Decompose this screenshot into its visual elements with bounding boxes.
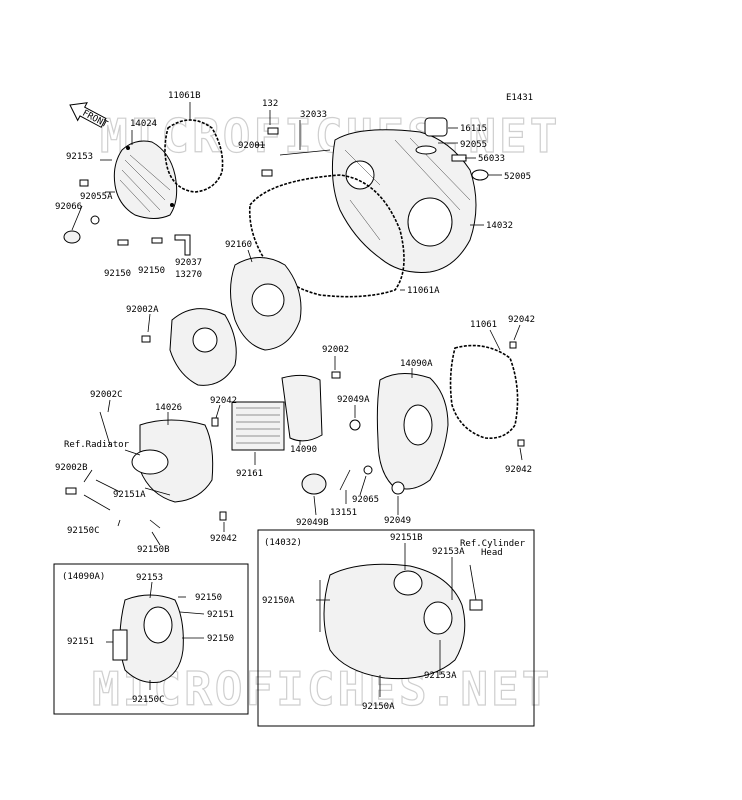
bolt-132	[261, 169, 273, 177]
callout: 92002C	[90, 390, 123, 400]
callout: 52005	[504, 172, 531, 182]
inset-callout: 92153A	[432, 547, 465, 557]
callout: 92042	[210, 396, 237, 406]
cover-14090A	[376, 373, 449, 490]
bolt-92001	[267, 127, 279, 135]
callout: 14090	[290, 445, 317, 455]
callout: 14090A	[400, 359, 433, 369]
seal-92049	[391, 481, 405, 495]
dowel-92042-b	[219, 511, 227, 521]
dowel-92042-rb	[517, 439, 525, 447]
callout: 14032	[486, 221, 513, 231]
callout: 92001	[238, 141, 265, 151]
dowel-92042-r	[509, 341, 517, 349]
callout: 92002A	[126, 305, 159, 315]
filler-cap-16115	[415, 117, 489, 181]
inset-callout: 92153A	[424, 671, 457, 681]
bolt-92002A	[141, 335, 151, 343]
callout: 92066	[55, 202, 82, 212]
callout: 92151A	[113, 490, 146, 500]
callout: 92049B	[296, 518, 329, 528]
callout: 92150	[104, 269, 131, 279]
inset-callout: Head	[481, 548, 503, 558]
callout: 92042	[210, 534, 237, 544]
bolt-set-left	[79, 179, 191, 256]
inset-callout: 92150	[207, 634, 234, 644]
callout: 92037	[175, 258, 202, 268]
callout: 92042	[505, 465, 532, 475]
clutch-cover-14024	[113, 140, 178, 219]
callout: 32033	[300, 110, 327, 120]
inset-14090A: (14090A) 92153 92150 92151 92151 92150 9…	[53, 563, 249, 715]
housing-14026	[131, 419, 214, 503]
inset-callout: 92150	[195, 593, 222, 603]
callout: 92055	[460, 140, 487, 150]
callout: 92161	[236, 469, 263, 479]
inset-callout: 92150C	[132, 695, 165, 705]
engine-cover-14032	[331, 129, 477, 273]
inset-title: (14032)	[264, 538, 302, 548]
callout: 92049A	[337, 395, 370, 405]
watermark-top: MICROFICHES.NET	[100, 109, 560, 163]
inset-callout: Ref.Cylinder	[460, 539, 526, 549]
oring-92055A	[90, 215, 100, 225]
callout: 92065	[352, 495, 379, 505]
callout: 13270	[175, 270, 202, 280]
inset-title: (14090A)	[62, 572, 105, 582]
inset-callout: 92150A	[262, 596, 295, 606]
callout: Ref.Radiator	[64, 440, 130, 450]
callout: 56033	[478, 154, 505, 164]
inset-callout: 92151	[67, 637, 94, 647]
gasket-11061B	[164, 119, 224, 193]
gasket-11061	[449, 344, 519, 440]
callout: 14026	[155, 403, 182, 413]
callout: 92002	[322, 345, 349, 355]
inset-callout: 92151B	[390, 533, 423, 543]
inset-callout: 92151	[207, 610, 234, 620]
inset-callout: 92153	[136, 573, 163, 583]
bolt-92002B	[65, 487, 77, 495]
screen-92161	[231, 401, 285, 451]
callout: 11061	[470, 320, 497, 330]
diagram-code: E1431	[506, 93, 533, 103]
callout: 132	[262, 99, 278, 109]
inset-callout: 92150A	[362, 702, 395, 712]
callout: 92160	[225, 240, 252, 250]
dowel-92042-m	[211, 417, 219, 427]
bolt-92002	[331, 371, 341, 379]
callout: 92042	[508, 315, 535, 325]
callout: 16115	[460, 124, 487, 134]
callout: 92049	[384, 516, 411, 526]
plate-92160	[230, 257, 302, 351]
plate-14090	[281, 374, 323, 442]
plate-13270	[169, 308, 237, 386]
callout: 11061B	[168, 91, 201, 101]
callout-labels: 11061B 132 32033 14024 16115 92153 92055…	[55, 91, 535, 555]
callout: 13151	[330, 508, 357, 518]
callout: 92055A	[80, 192, 113, 202]
callout: 11061A	[407, 286, 440, 296]
oring-92049A	[349, 419, 361, 431]
callout: 92153	[66, 152, 93, 162]
callout: 92150	[138, 266, 165, 276]
callout: 92150B	[137, 545, 170, 555]
callout: 92002B	[55, 463, 88, 473]
callout: 14024	[130, 119, 157, 129]
seal-92049B	[301, 473, 327, 495]
callout: 92150C	[67, 526, 100, 536]
oring-92065	[363, 465, 373, 475]
gasket-11061A	[248, 174, 405, 298]
plug-92066	[63, 230, 81, 244]
inset-14032: (14032) 92151B 92153A Ref.Cylinder Head …	[257, 529, 535, 727]
leader-lines	[71, 102, 523, 546]
